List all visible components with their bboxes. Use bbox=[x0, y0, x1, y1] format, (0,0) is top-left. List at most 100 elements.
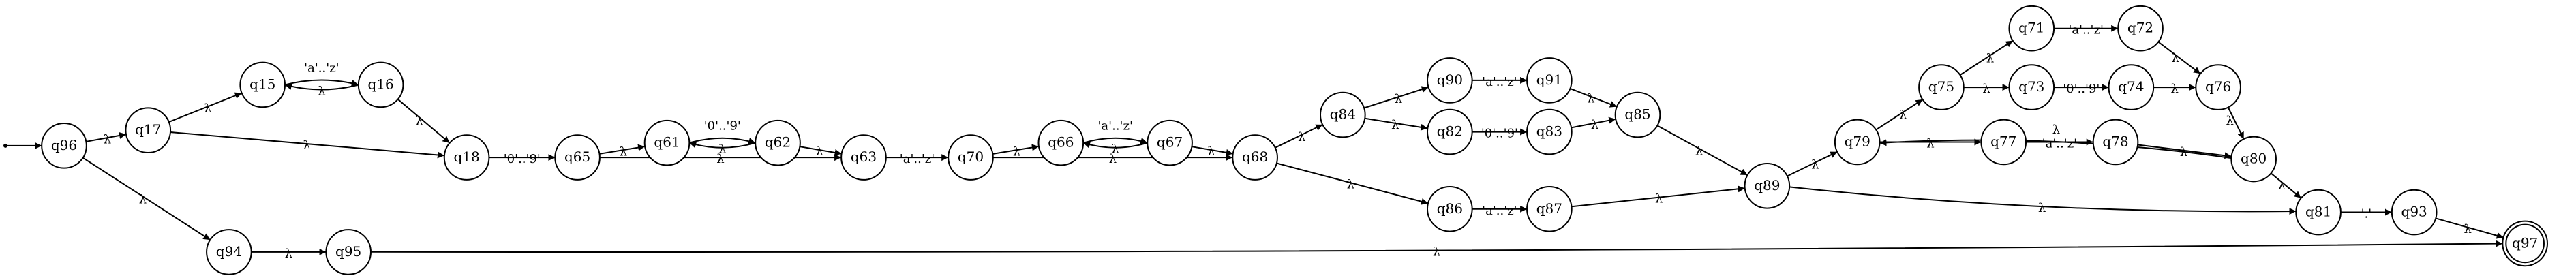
transition-label-q80-q81: λ bbox=[2278, 178, 2286, 193]
state-q66: q66 bbox=[1037, 119, 1085, 166]
state-circle bbox=[1526, 57, 1573, 104]
transition-q16-q18 bbox=[397, 98, 451, 144]
state-circle bbox=[1834, 119, 1881, 166]
state-circle bbox=[1744, 162, 1791, 209]
transition-q68-q84 bbox=[1275, 124, 1323, 149]
state-label: q65 bbox=[564, 149, 590, 165]
state-label: q82 bbox=[1437, 123, 1463, 140]
state-label: q90 bbox=[1437, 72, 1463, 88]
state-label: q63 bbox=[851, 149, 877, 165]
transition-label-q72-q76: λ bbox=[2171, 51, 2179, 65]
transition-label-q95-q97: λ bbox=[1433, 245, 1440, 260]
state-label: q75 bbox=[1928, 78, 1954, 95]
transition-label-q16-q15: λ bbox=[318, 84, 325, 99]
transition-label-q66-q67: 'a'..'z' bbox=[1097, 119, 1132, 134]
transition-q70-q66 bbox=[992, 144, 1040, 155]
state-q17: q17 bbox=[125, 107, 172, 154]
state-circle bbox=[2008, 64, 2055, 110]
state-label: q83 bbox=[1536, 123, 1562, 140]
state-circle bbox=[443, 134, 490, 181]
state-label: q68 bbox=[1242, 149, 1268, 165]
state-circle bbox=[2195, 64, 2241, 110]
state-label: q18 bbox=[453, 149, 479, 165]
state-circle bbox=[357, 61, 404, 108]
state-label: q16 bbox=[368, 76, 394, 92]
state-q15: q15 bbox=[239, 61, 286, 108]
state-q85: q85 bbox=[1614, 91, 1661, 138]
state-circle bbox=[2092, 119, 2139, 166]
state-q84: q84 bbox=[1320, 91, 1366, 138]
transition-q16-q15 bbox=[284, 83, 359, 91]
state-label: q67 bbox=[1157, 134, 1183, 151]
transition-label-q71-q72: 'a'..'z' bbox=[2068, 23, 2103, 37]
transition-label-q89-q81: λ bbox=[2038, 201, 2046, 215]
state-circle bbox=[1918, 64, 1965, 110]
state-circle bbox=[755, 119, 801, 166]
state-q90: q90 bbox=[1427, 57, 1473, 104]
state-q16: q16 bbox=[357, 61, 404, 108]
transition-q72-q76 bbox=[2157, 41, 2201, 75]
state-q82: q82 bbox=[1427, 108, 1473, 155]
state-circle bbox=[2117, 5, 2164, 52]
transition-q76-q80 bbox=[2227, 107, 2245, 140]
state-q87: q87 bbox=[1526, 185, 1573, 232]
state-q63: q63 bbox=[840, 134, 887, 181]
transition-label-q84-q82: λ bbox=[1391, 118, 1399, 132]
transition-label-q74-q76: λ bbox=[2170, 82, 2178, 96]
state-circle bbox=[1427, 57, 1473, 104]
transition-label-q84-q90: λ bbox=[1395, 92, 1402, 106]
transition-label-q76-q80: λ bbox=[2226, 114, 2233, 128]
state-circle bbox=[2108, 64, 2155, 110]
state-label: q85 bbox=[1624, 106, 1650, 123]
transition-q62-q63 bbox=[800, 146, 842, 156]
transition-label-q94-q95: λ bbox=[285, 247, 292, 261]
state-label: q93 bbox=[2401, 204, 2427, 220]
state-circle bbox=[2391, 189, 2438, 236]
transition-label-q86-q87: 'a'..'z' bbox=[1482, 204, 1517, 218]
transition-label-q87-q89: λ bbox=[1655, 192, 1663, 206]
state-circle bbox=[1232, 134, 1278, 181]
transition-label-q62-q63: λ bbox=[816, 144, 823, 159]
transition-q96-q17 bbox=[86, 131, 127, 142]
transition-label-q96-q94: λ bbox=[139, 192, 147, 206]
transition-label-q65-q61: λ bbox=[620, 144, 627, 159]
state-label: q78 bbox=[2102, 133, 2128, 149]
accept-ring bbox=[2505, 223, 2545, 264]
state-circle bbox=[2295, 189, 2342, 236]
state-circle bbox=[2008, 5, 2055, 52]
transition-label-q17-q18: λ bbox=[303, 138, 310, 153]
transition-label-q79-q77: λ bbox=[1926, 137, 1934, 151]
transition-label-q96-q17: λ bbox=[104, 132, 111, 146]
state-circle bbox=[1526, 185, 1573, 232]
transition-label-q85-q89: λ bbox=[1695, 144, 1703, 159]
transition-q87-q89 bbox=[1571, 185, 1745, 208]
transition-label-q17-q15: λ bbox=[204, 102, 211, 116]
transition-label-q70-q66: λ bbox=[1013, 144, 1020, 159]
state-q78: q78 bbox=[2092, 119, 2139, 166]
state-q89: q89 bbox=[1744, 162, 1791, 209]
transition-label-q70-q68: λ bbox=[1109, 152, 1117, 166]
state-circle bbox=[41, 123, 87, 169]
state-label: q87 bbox=[1536, 200, 1562, 217]
state-circle bbox=[1320, 91, 1366, 138]
transition-q65-q61 bbox=[599, 144, 646, 155]
state-q76: q76 bbox=[2195, 64, 2241, 110]
transition-layer bbox=[3, 25, 2504, 255]
transition-q78-q80 bbox=[2137, 144, 2232, 159]
state-label: q86 bbox=[1437, 200, 1463, 217]
state-label: q95 bbox=[335, 243, 361, 260]
state-q65: q65 bbox=[554, 134, 601, 181]
state-label: q70 bbox=[958, 149, 984, 165]
transition-q85-q89 bbox=[1656, 125, 1748, 176]
transition-q80-q81 bbox=[2270, 172, 2302, 199]
transition-label-q67-q66: λ bbox=[1111, 142, 1119, 157]
transition-q17-q18 bbox=[170, 131, 444, 159]
transition-label-q80-q79: λ bbox=[2052, 123, 2060, 137]
state-q74: q74 bbox=[2108, 64, 2155, 110]
state-circle bbox=[1427, 108, 1473, 155]
state-label: q15 bbox=[249, 76, 275, 92]
transition-q91-q85 bbox=[1570, 87, 1618, 108]
state-q71: q71 bbox=[2008, 5, 2055, 52]
